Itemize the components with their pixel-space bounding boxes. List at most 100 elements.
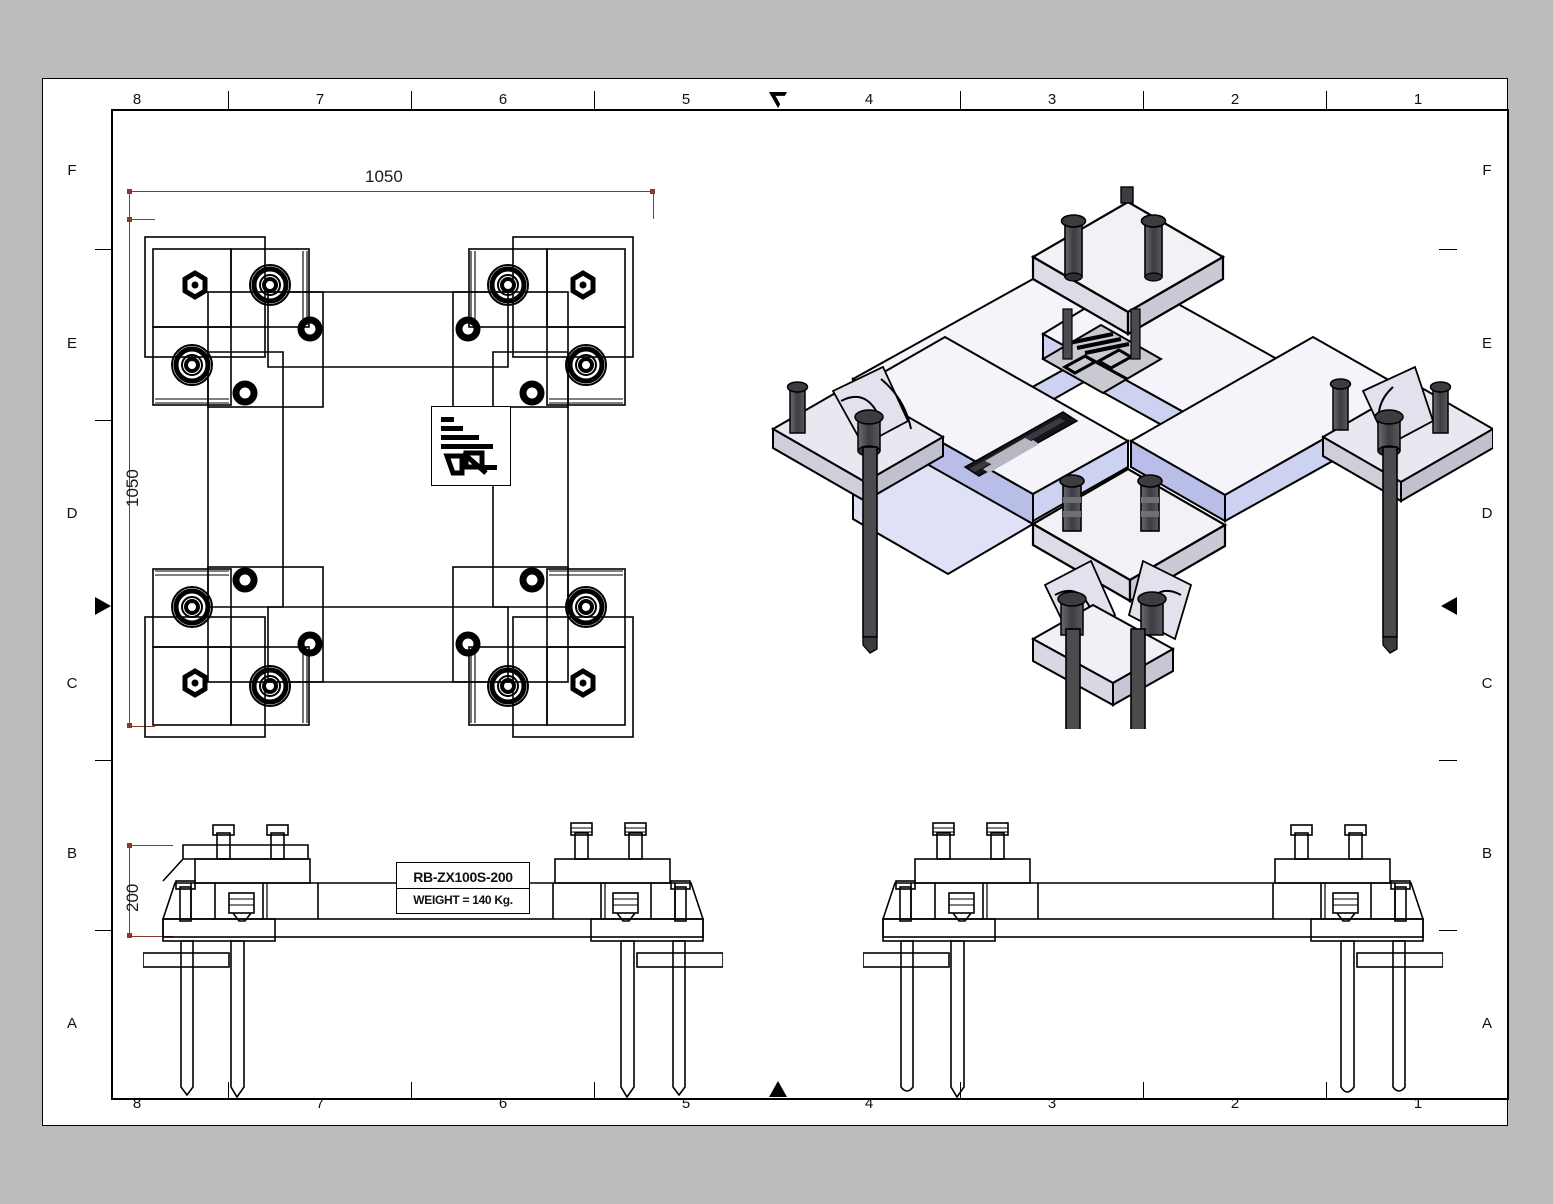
zone-tick-top-3 [594, 91, 595, 109]
corner-fastener-group-bottom-right [468, 568, 626, 726]
bolt-hole-icon [232, 567, 258, 593]
zone-column-4-bottom: 4 [864, 1095, 874, 1112]
bolt-icon [1329, 378, 1352, 431]
zone-tick-bottom-5 [1143, 1082, 1144, 1100]
bolt-icon [1057, 591, 1087, 636]
zone-tick-bottom-1 [228, 1082, 229, 1100]
zone-column-2-bottom: 2 [1230, 1095, 1240, 1112]
ground-leg [672, 940, 686, 1097]
zone-row-A-right: A [1481, 1015, 1492, 1032]
zone-column-2-top: 2 [1230, 91, 1240, 108]
drawing-sheet: 8 7 6 5 4 3 2 1 8 7 6 5 4 3 2 1 [42, 78, 1509, 1126]
center-mark-bottom-icon [769, 1081, 787, 1097]
bolt-hole-icon [297, 316, 323, 342]
bolt-icon [570, 822, 593, 860]
ground-leg [900, 940, 914, 1092]
zone-column-3-bottom: 3 [1047, 1095, 1057, 1112]
zone-row-B-left: B [66, 845, 77, 862]
bolt-hole-icon [297, 631, 323, 657]
threaded-rod [895, 880, 916, 922]
top-view-geometry [144, 236, 634, 738]
support-leg [1382, 446, 1398, 654]
zone-tick-top-1 [228, 91, 229, 109]
zone-row-A-left: A [66, 1015, 77, 1032]
zone-tick-top-5 [1143, 91, 1144, 109]
support-leg [862, 446, 878, 654]
washer-stack-icon [171, 344, 213, 386]
threaded-rod [670, 880, 691, 922]
zone-column-4-top: 4 [864, 91, 874, 108]
bolt-icon [212, 824, 235, 860]
washer-stack-icon [249, 665, 291, 707]
threaded-rod [175, 880, 196, 922]
ground-leg [1340, 940, 1355, 1093]
ground-leg [180, 940, 194, 1097]
center-mark-right-icon [1441, 597, 1457, 615]
bolt-icon [624, 822, 647, 860]
ground-leg [230, 940, 245, 1099]
zone-tick-right-3 [1439, 760, 1457, 761]
zone-column-8-bottom: 8 [132, 1095, 142, 1112]
logo-plate-isometric [1040, 308, 1164, 395]
corner-fastener-group-bottom-left [152, 568, 310, 726]
zone-tick-right-4 [1439, 930, 1457, 931]
hex-nut-icon [182, 668, 208, 698]
bolt-icon [1137, 591, 1167, 636]
bolt-hole-icon [455, 316, 481, 342]
hex-nut-side-icon [948, 892, 975, 922]
zone-row-B-right: B [1481, 845, 1492, 862]
nameplate-divider [397, 887, 529, 890]
zone-column-6-bottom: 6 [498, 1095, 508, 1112]
zone-column-8-top: 8 [132, 91, 142, 108]
ground-leg [950, 940, 965, 1099]
washer-stack-icon [171, 586, 213, 628]
bolt-hole-icon [232, 380, 258, 406]
company-logo-plate [431, 406, 511, 486]
zone-tick-top-6 [1326, 91, 1327, 109]
corner-assembly-left [770, 365, 946, 654]
zone-column-7-bottom: 7 [315, 1095, 325, 1112]
ground-leg [1392, 940, 1406, 1092]
bolt-hole-icon [519, 380, 545, 406]
zone-tick-left-1 [95, 249, 113, 250]
dimension-width-value: 1050 [365, 167, 403, 186]
threaded-rod [1390, 880, 1411, 922]
zone-tick-left-2 [95, 420, 113, 421]
corner-assembly-bottom [1030, 467, 1228, 729]
zone-row-E-right: E [1481, 335, 1492, 352]
zone-tick-left-3 [95, 760, 113, 761]
drawing-frame-border [111, 109, 1509, 1100]
hex-nut-icon [570, 668, 596, 698]
isometric-geometry [770, 186, 1493, 729]
nameplate-isometric [963, 411, 1079, 477]
zone-tick-right-1 [1439, 249, 1457, 250]
zone-tick-top-4 [960, 91, 961, 109]
dimension-depth-value: 200 [123, 883, 142, 912]
zone-row-D-left: D [66, 505, 78, 522]
bolt-icon [786, 381, 809, 434]
zone-tick-top-2 [411, 91, 412, 109]
bolt-icon [1140, 214, 1167, 282]
side-view-geometry [863, 822, 1443, 1099]
hex-nut-side-icon [228, 892, 255, 922]
support-leg [1065, 628, 1081, 729]
zone-tick-left-4 [95, 930, 113, 931]
bolt-hole-icon [519, 567, 545, 593]
zone-row-F-left: F [67, 162, 77, 179]
corner-fastener-group-top-right [468, 248, 626, 406]
top-view: 1050 1050 [103, 119, 743, 769]
logo-icon [441, 417, 497, 476]
front-view-geometry [143, 822, 723, 1099]
bolt-head-icon [1120, 186, 1134, 204]
corner-assembly-right [1320, 365, 1493, 654]
nameplate-weight: WEIGHT = 140 Kg. [413, 893, 513, 908]
zone-tick-bottom-2 [411, 1082, 412, 1100]
zone-column-7-top: 7 [315, 91, 325, 108]
bolt-icon [1137, 474, 1163, 532]
ground-leg [620, 940, 635, 1099]
bolt-icon [266, 824, 289, 860]
bolt-icon [932, 822, 955, 860]
washer-stack-icon [487, 665, 529, 707]
front-elevation-view: 200 [103, 799, 743, 1099]
